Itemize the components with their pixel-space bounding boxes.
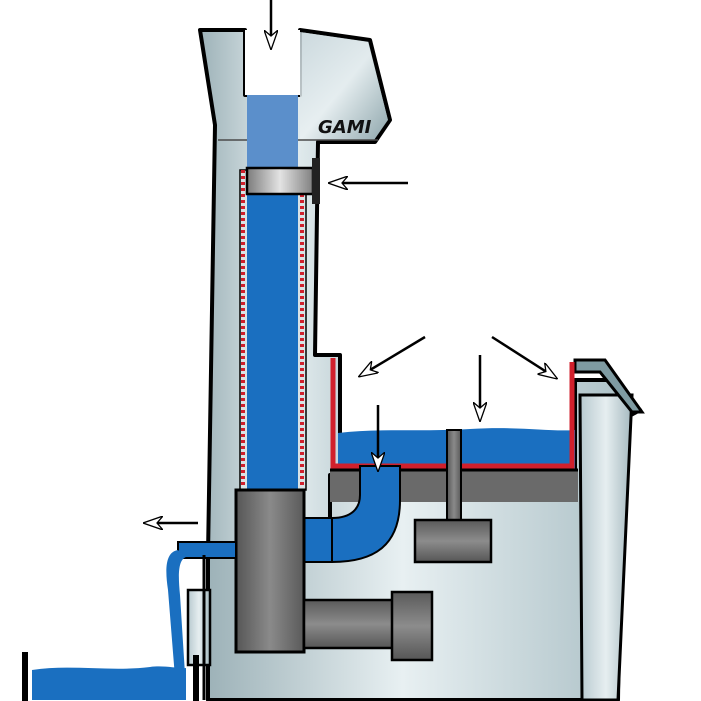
arrow-down-right-icon [491,335,556,378]
pump-housing [234,488,306,654]
tube-water [247,170,298,490]
head-block [300,32,388,140]
flow-arrows [145,0,556,523]
cabinet-side-panel [578,393,634,701]
collecting-tray [22,652,199,701]
arrow-down-left-icon [360,335,426,376]
ring-clamp [312,158,320,204]
feed-water-column [247,95,298,175]
outlet-cap [390,590,434,662]
overflow-nozzle [177,541,237,559]
inlet-opening [245,30,300,95]
gami-logo: GAMI [318,117,372,138]
lower-bracket [186,588,212,667]
overflow-hose [166,550,186,690]
outlet-pipe [302,598,396,650]
drain-elbow [331,465,401,564]
level-sensor [413,429,493,564]
sealing-ring [245,166,315,196]
cabinet-lid [573,358,645,414]
heating-tube [239,169,307,491]
